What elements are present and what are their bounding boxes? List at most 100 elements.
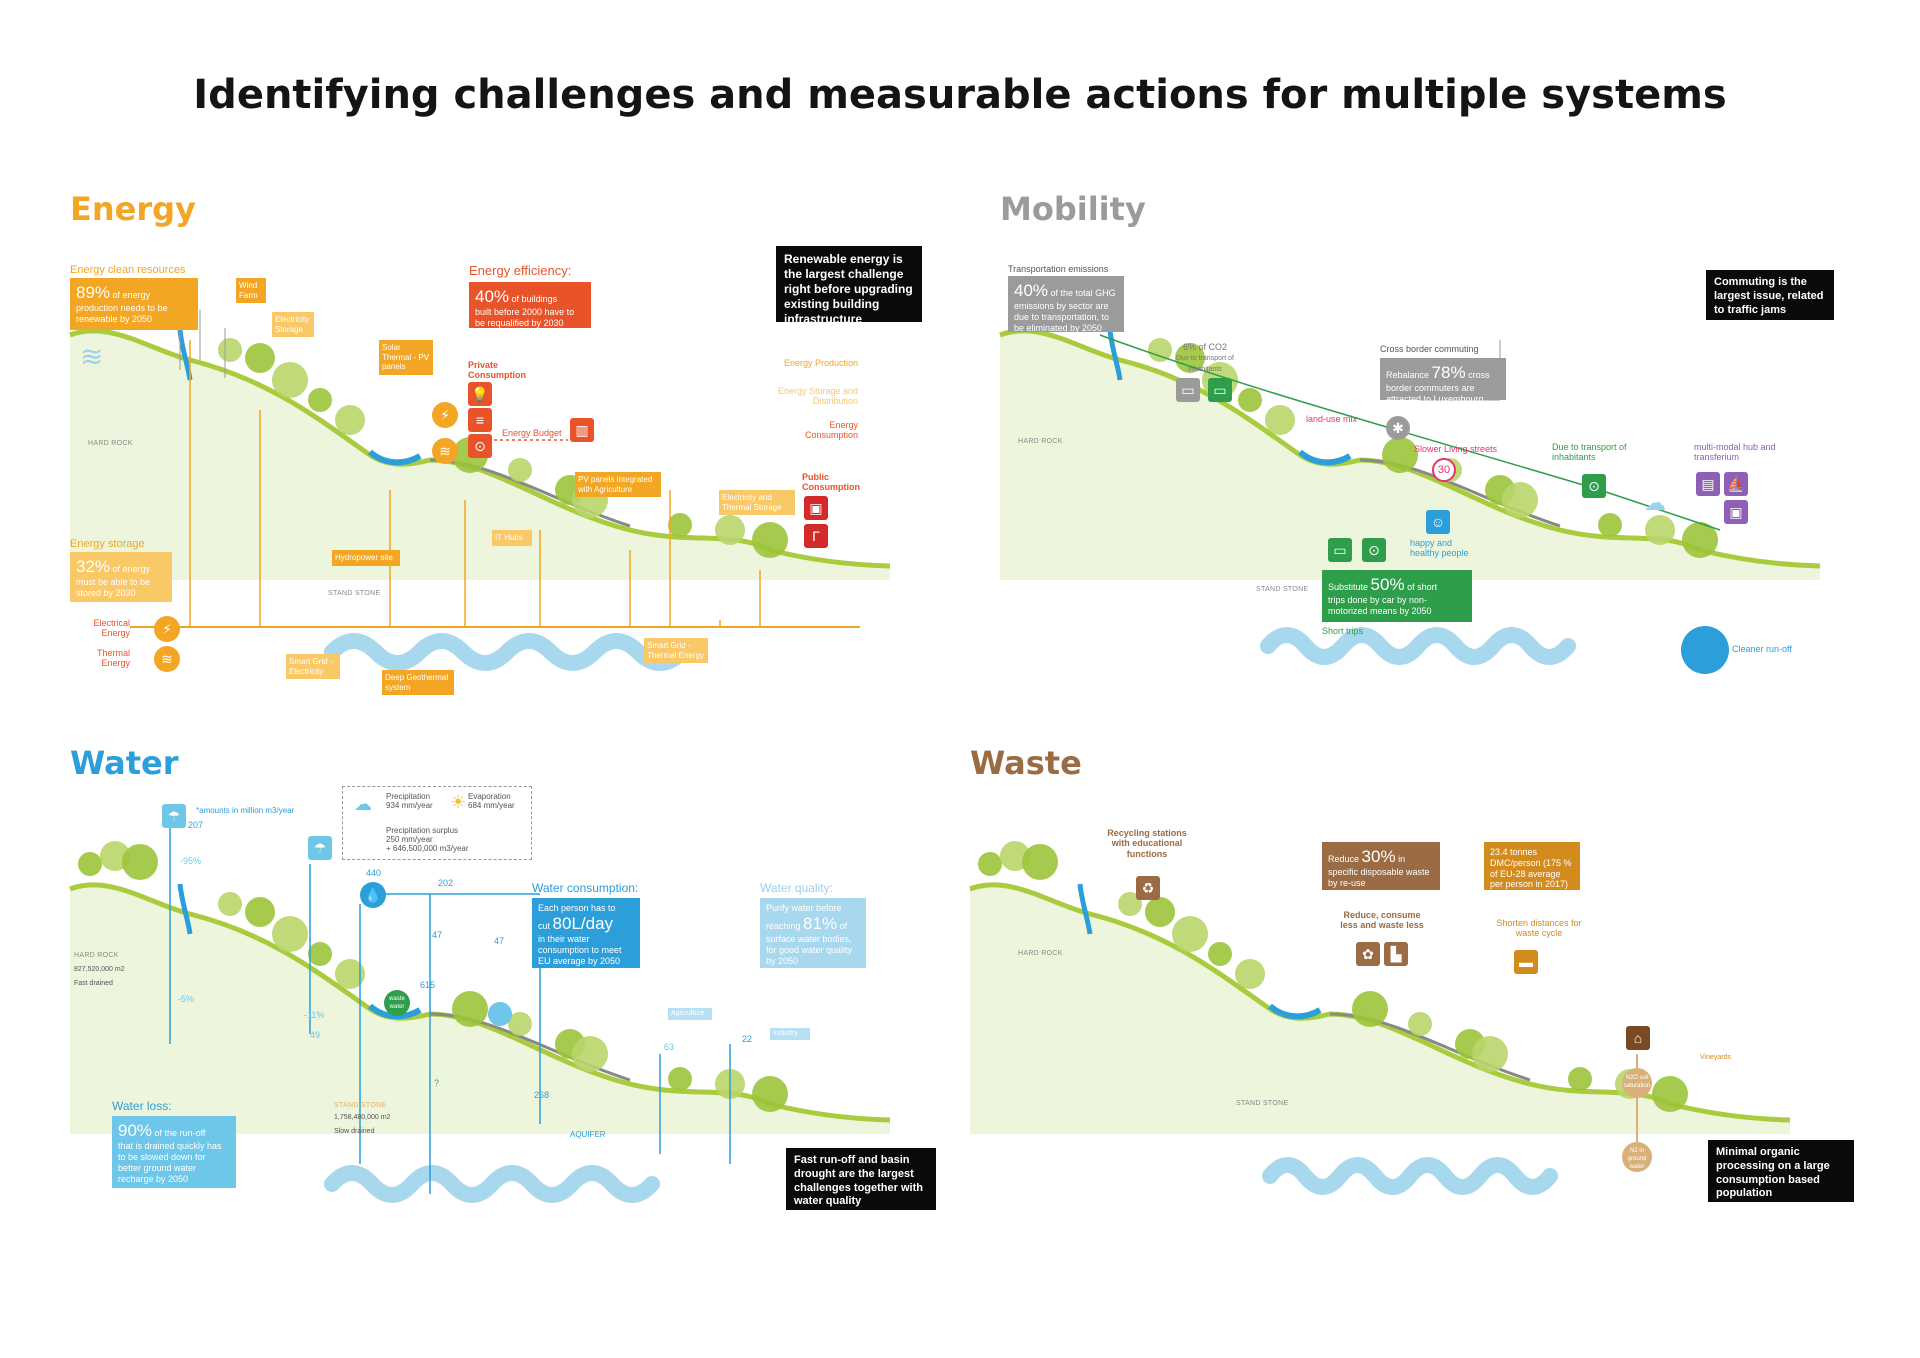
water-stand-stone: STAND STONE [334, 1102, 387, 1109]
tram-icon: ▣ [1724, 500, 1748, 524]
snowflake-icon: ✱ [1386, 416, 1410, 440]
tree [1175, 343, 1205, 373]
short-trips-label: Short trips [1322, 626, 1364, 636]
water-heading: Water [70, 744, 179, 782]
mobility-landscape [999, 287, 1821, 674]
tree [572, 1036, 608, 1072]
river-lower [368, 1003, 422, 1020]
water-hard-rock: HARD ROCK [74, 952, 119, 959]
solar-electric-icon: ⚡ [432, 402, 458, 428]
transit-line [1099, 334, 1721, 531]
electrical-energy-icon: ⚡ [154, 616, 180, 642]
fast-drained: Fast drained [74, 980, 113, 987]
water-landscape [69, 824, 891, 1203]
meter-icon: ▥ [570, 418, 594, 442]
river-upper [1107, 329, 1123, 381]
truck-icon: ▬ [1514, 950, 1538, 974]
rock-line [1329, 1012, 1531, 1082]
tree [1208, 942, 1232, 966]
stand-area: 1,758,480,000 m2 [334, 1114, 391, 1121]
energy-panel: Energy Energy clean resources 89% of ene… [69, 190, 970, 750]
water-callout: Fast run-off and basin drought are the l… [786, 1148, 936, 1210]
thermal-energy-icon: ≋ [154, 646, 180, 672]
recycling-label: Recycling stations with educational func… [1107, 828, 1187, 859]
bus-icon: ▤ [1696, 472, 1720, 496]
value-440: 440 [366, 868, 382, 878]
aquifer-label: AQUIFER [570, 1130, 606, 1139]
bike-icon: ⊙ [468, 434, 492, 458]
mobility-stand-stone: STAND STONE [1256, 586, 1309, 593]
shorten-label: Shorten distances for waste cycle [1496, 918, 1582, 939]
tree [1645, 515, 1675, 545]
mobility-heading: Mobility [1000, 190, 1146, 228]
value-5: -5% [178, 994, 195, 1004]
speed-limit-icon: 30 [1432, 458, 1456, 482]
tree [245, 897, 275, 927]
slower-streets-label: Slower Living streets [1414, 444, 1498, 454]
river-lower [1268, 1003, 1322, 1020]
thermal-energy-label: Thermal Energy [96, 648, 130, 669]
waste-hard-rock: HARD ROCK [1018, 950, 1063, 957]
energy-efficiency-title: Energy efficiency: [469, 263, 572, 278]
tree [1682, 522, 1718, 558]
rain-icon-mid: ☂ [308, 836, 332, 860]
river-lower [1298, 449, 1352, 466]
value-q: ? [434, 1078, 440, 1088]
tree [668, 513, 692, 537]
pv-agriculture-tag: PV panels integrated with Agriculture [575, 472, 661, 498]
value-22: 22 [742, 1034, 753, 1044]
value-47b: 47 [494, 936, 505, 946]
heater-icon: ≡ [468, 408, 492, 432]
it-hubs-tag: IT Hubs [492, 530, 532, 546]
tree [218, 892, 242, 916]
plant-icon: ✿ [1356, 942, 1380, 966]
tree [1148, 338, 1172, 362]
dmc-box: 23.4 tonnes DMC/person (175 % of EU-28 a… [1484, 842, 1580, 890]
value-95: -95% [180, 856, 202, 866]
car-icon: ▭ [1176, 378, 1200, 402]
water-quality-title: Water quality: [760, 881, 833, 895]
tree [78, 852, 102, 876]
mobility-panel: Mobility Transportation emissions 40% of… [999, 190, 1900, 750]
waste-heading: Waste [970, 744, 1082, 782]
tree [122, 844, 158, 880]
cleaner-runoff-label: Cleaner run-off [1732, 644, 1792, 654]
wind-farm-tag: Wind Farm [236, 278, 266, 304]
tree [668, 1067, 692, 1091]
water-consumption-title: Water consumption: [532, 881, 639, 895]
slow-drained: Slow drained [334, 1128, 375, 1135]
energy-heading: Energy [70, 190, 196, 228]
electricity-storage-tag: Electricity Storage [272, 312, 314, 338]
tree [1568, 1067, 1592, 1091]
treatment-node [488, 1002, 512, 1026]
groundwater-wave [324, 1165, 660, 1203]
groundwater-wave [1260, 627, 1576, 665]
wind-icon: ≋ [80, 341, 104, 372]
solar-tag: Solar Thermal - PV panels [379, 340, 433, 375]
tree [1145, 897, 1175, 927]
river-lower [368, 449, 422, 466]
tree [335, 405, 365, 435]
value-202: 202 [438, 878, 454, 888]
smart-grid-thermal-tag: Smart Grid - Thermal Energy [644, 638, 708, 664]
tree [1235, 959, 1265, 989]
sun-icon: ☀ [450, 792, 467, 812]
energy-hard-rock: HARD ROCK [88, 440, 133, 447]
value-47a: 47 [432, 930, 443, 940]
tree [1408, 1012, 1432, 1036]
vineyards-label: Vineyards [1700, 1054, 1732, 1061]
tree [272, 362, 308, 398]
page-title: Identifying challenges and measurable ac… [193, 72, 1727, 118]
private-consumption-label: Private Consumption [468, 360, 526, 381]
tree [1472, 1036, 1508, 1072]
cloud-icon: ☁ [1644, 490, 1666, 515]
groundwater-wave [324, 633, 690, 671]
